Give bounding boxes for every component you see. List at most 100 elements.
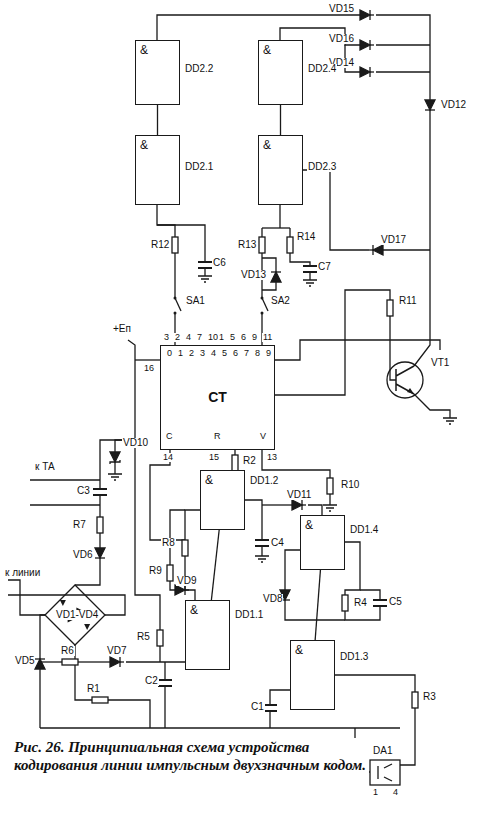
gate-link-wire [211, 530, 219, 600]
pin-number: 1 [372, 788, 379, 797]
capacitor-symbol [198, 262, 212, 268]
diode-symbol [369, 245, 383, 255]
wire [376, 15, 430, 100]
logic-gate: & [300, 515, 345, 570]
pin-number: 9 [251, 333, 258, 342]
wire [309, 272, 310, 280]
pin-number: 15 [208, 453, 220, 462]
pin-number: 16 [143, 364, 155, 373]
wire [262, 504, 292, 505]
part-name: C5 [388, 597, 403, 607]
part-name: R1 [86, 684, 101, 694]
wire [414, 394, 450, 418]
wire [262, 258, 276, 268]
gate-link-wire [157, 105, 158, 135]
wire [383, 249, 430, 250]
wire [174, 253, 175, 298]
gate-link-wire [280, 105, 281, 135]
output-number: 1 [177, 349, 184, 358]
capacitor-symbol [303, 266, 317, 272]
gate-name: DD2.2 [184, 64, 214, 74]
wire [262, 282, 276, 290]
resistor-symbol [182, 540, 188, 556]
switch-symbol [174, 297, 182, 315]
output-number: 2 [188, 349, 195, 358]
part-name: VD7 [106, 646, 127, 656]
wire [269, 711, 270, 728]
part-name: C7 [317, 262, 332, 272]
logic-gate: & [135, 40, 180, 105]
transistor-symbol [387, 362, 423, 398]
resistor-symbol [232, 455, 238, 471]
wire [135, 440, 160, 630]
resistor-symbol [172, 237, 178, 253]
wire [376, 44, 430, 45]
wire [234, 450, 235, 455]
component-symbols [35, 10, 457, 785]
wire [376, 71, 430, 72]
ground-symbol [303, 280, 317, 286]
wire [40, 727, 400, 728]
gate-function: & [295, 644, 303, 657]
wire [108, 700, 150, 728]
input-name: R [213, 432, 222, 441]
gate-name: DD1.3 [339, 652, 369, 662]
gate-function: & [205, 474, 213, 487]
wire [285, 604, 345, 620]
gate-function: & [140, 44, 148, 57]
wire [40, 661, 62, 662]
wire [275, 340, 440, 360]
resistor-symbol [387, 300, 393, 316]
wire [78, 661, 110, 662]
input-name: V [259, 432, 267, 441]
gate-function: & [140, 139, 148, 152]
gate-name: DD2.3 [307, 162, 337, 172]
part-name: VD15 [328, 4, 355, 14]
diode-symbol [35, 655, 45, 669]
part-name: VD8 [262, 594, 283, 604]
wire [345, 606, 380, 620]
part-name: R6 [60, 646, 75, 656]
part-name: VD6 [72, 550, 93, 560]
wire [170, 581, 175, 590]
resistor-symbol [412, 692, 418, 708]
wire [99, 533, 100, 548]
part-name: C2 [144, 676, 159, 686]
part-name: VD12 [440, 100, 467, 110]
part-name: VD9 [176, 576, 197, 586]
capacitor-symbol [373, 600, 387, 606]
wire [345, 542, 360, 595]
ground-symbol [323, 505, 337, 511]
part-name: R9 [148, 566, 163, 576]
gate-function: & [263, 139, 271, 152]
capacitor-symbol [158, 680, 172, 686]
wire [285, 550, 300, 590]
part-name: VD5 [14, 656, 35, 666]
output-number: 0 [166, 349, 173, 358]
part-name: C6 [212, 258, 227, 268]
part-name: R12 [150, 240, 170, 250]
output-number: 7 [243, 349, 250, 358]
part-name: VD17 [380, 235, 407, 245]
gate-name: DD2.4 [307, 64, 337, 74]
pin-number: 3 [163, 333, 170, 342]
resistor-symbol [157, 630, 163, 646]
pin-number: 4 [392, 788, 399, 797]
diode-symbol [292, 500, 306, 510]
wire [135, 359, 160, 360]
wire [115, 340, 135, 452]
part-name: R7 [72, 520, 87, 530]
wire [164, 686, 165, 728]
resistor-symbol [92, 697, 108, 703]
wire [75, 562, 100, 585]
diode-symbol [175, 585, 189, 595]
part-name: VD16 [328, 34, 355, 44]
wire [185, 510, 200, 540]
gate-name: DD2.1 [184, 162, 214, 172]
diode-symbol [271, 268, 281, 282]
part-name: R11 [398, 296, 418, 306]
wire [99, 495, 100, 517]
part-name: R5 [136, 632, 151, 642]
gate-link-wire [315, 570, 320, 640]
